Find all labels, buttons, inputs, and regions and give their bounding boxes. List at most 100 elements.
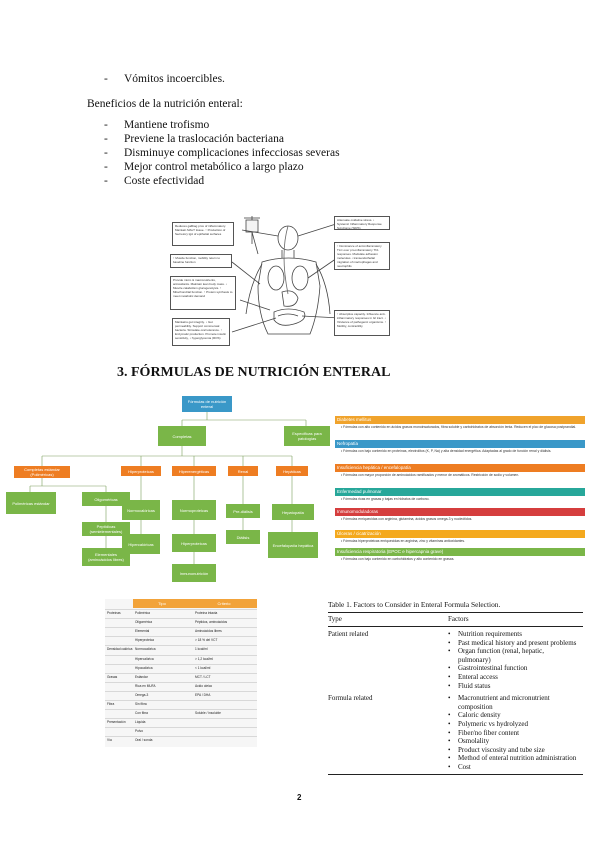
bullet: • — [448, 720, 451, 728]
table-cell: Normocalórica — [135, 647, 156, 652]
table-row-divider — [105, 618, 257, 620]
table-row-divider — [105, 700, 257, 701]
table-cell: Líquida — [135, 720, 146, 725]
flowchart-node: Poliméricas estándar — [6, 492, 56, 514]
legend-body: • Fórmulas con bajo contenido en proteín… — [335, 448, 585, 462]
flowchart-node: Oligoméricas — [82, 492, 130, 506]
bullet: • — [448, 754, 451, 763]
flowchart-node: Hiperproteicas — [172, 534, 216, 552]
flowchart-node: Normoproteicas — [172, 500, 216, 520]
legend-body: • Fórmulas hiperproteicas enriquecidas e… — [335, 538, 585, 546]
factor-text: Macronutrient and micronutrient — [458, 694, 550, 703]
factor-text: Enteral access — [458, 673, 498, 681]
flowchart-node: Hipercalóricas — [122, 534, 160, 554]
bullet: • — [448, 711, 451, 720]
flowchart-node: Inmunonutrición — [172, 564, 216, 582]
flowchart-node: Hiperenergéticas — [172, 466, 216, 476]
bullet: • — [448, 745, 451, 754]
table-cell: > 18 % del VCT — [195, 638, 218, 643]
table-cell: Rica en MUFA — [135, 683, 156, 688]
flowchart-node: Específicas para patologías — [284, 426, 330, 446]
figure-box: Reduces gallbag prox of inflammatory. Ma… — [172, 222, 234, 246]
table-cell: 1 kcal/ml — [195, 647, 208, 652]
table-cell: Ácido oleico — [195, 683, 213, 688]
table-cell: Polimérica — [135, 611, 150, 615]
legend-header: Insuficiencia hepática / encefalopatía — [335, 464, 585, 472]
table-row-divider — [105, 609, 257, 610]
table-cell: Vía — [107, 738, 112, 743]
list-text: Vómitos incoercibles. — [124, 73, 225, 85]
table-cell: Con fibra — [135, 711, 148, 716]
factor-text: Caloric density — [458, 711, 501, 720]
table-row-divider — [105, 627, 257, 629]
legend-header: Diabetes mellitus — [335, 416, 585, 424]
table-row-divider — [105, 718, 257, 720]
table-cell: Hiperproteica — [135, 638, 154, 643]
section-heading: 3. FÓRMULAS DE NUTRICIÓN ENTERAL — [117, 365, 391, 380]
table-cell: > 1,2 kcal/ml — [195, 656, 213, 661]
legend-body: • Fórmulas con bajo contenido en carbohi… — [335, 556, 585, 564]
flowchart-root: Fórmulas de nutrición enteral — [182, 396, 232, 412]
figure-box: ↑ Dominance of anti-inflammatory TLC ove… — [334, 242, 390, 270]
table-cell: Densidad calórica — [107, 647, 133, 652]
legend-body: • Fórmulas ricas en grasas y bajas en hi… — [335, 496, 585, 504]
table-cell: Oral / sonda — [135, 738, 153, 743]
flowchart-node: Peptídicas (semielementales) — [82, 522, 130, 536]
table-cell: Grasas — [107, 674, 118, 679]
flowchart-node: Encefalopatía hepática — [268, 532, 318, 558]
benefits-heading: Beneficios de la nutrición enteral: — [87, 98, 243, 110]
table-cell: Proteínas — [107, 611, 121, 615]
bullet: • — [448, 664, 451, 673]
factor-text: Nutrition requirements — [458, 630, 522, 638]
table-row-divider — [105, 681, 257, 683]
bullet: • — [448, 763, 451, 771]
table-row-divider — [105, 690, 257, 692]
column-header-type: Type — [328, 615, 342, 623]
table-row-divider — [105, 727, 257, 729]
legend-header: Insuficiencia respiratoria (EPOC e hiper… — [335, 548, 585, 556]
table-cell: Omega-3 — [135, 692, 149, 697]
row-type: Formula related — [328, 694, 373, 703]
table-row-divider — [105, 645, 257, 647]
body-illustration — [231, 216, 341, 335]
page-number: 2 — [297, 793, 302, 802]
table-row-divider — [105, 736, 257, 738]
factor-text: Organ function (renal, hepatic, — [458, 647, 544, 656]
list-dash: - — [104, 73, 108, 85]
figure-box: Provide micro & macronutrients, antioxid… — [170, 276, 236, 310]
factor-text: Method of enteral nutrition administrati… — [458, 754, 577, 763]
table-cell: Hipocalórica — [135, 665, 153, 670]
flowchart-node: Pre-diálisis — [226, 504, 260, 518]
factor-text: Past medical history and present problem… — [458, 638, 577, 647]
table-cell: Polvo — [135, 729, 143, 734]
factor-text: Polymeric vs hydrolyzed — [458, 720, 528, 728]
table-row-divider — [105, 672, 257, 674]
legend-body: • Fórmulas con mayor proporción de amino… — [335, 472, 585, 486]
bullet: • — [448, 694, 451, 703]
table-cell: Proteína intacta — [195, 611, 218, 615]
bullet: • — [448, 647, 451, 656]
legend-header: Inmunomoduladoras — [335, 508, 585, 516]
figure-box: ↑ Absorptive capacity. Influence anti-in… — [334, 310, 390, 336]
flowchart-node: Elementales (aminoácidos libres) — [82, 548, 130, 566]
table-cell: Aminoácidos libres — [195, 629, 222, 634]
table-rule — [328, 773, 583, 775]
legend-body: • Fórmulas con alto contenido en ácidos … — [335, 424, 585, 438]
factor-text: Product viscosity and tube size — [458, 745, 545, 754]
legend-header: Enfermedad pulmonar — [335, 488, 585, 496]
legend-header: Úlceras / cicatrización — [335, 530, 585, 538]
table-header-cell: Criterio — [191, 599, 257, 608]
table-cell: Sin fibra — [135, 702, 147, 706]
factor-text: Fluid status — [458, 681, 491, 690]
bullet: • — [448, 673, 451, 681]
table-row-divider — [105, 654, 257, 656]
figure-box: Maintains gut integrity. ↓ Gut permeabil… — [172, 318, 230, 346]
table-cell: Presentación — [107, 720, 126, 725]
flowchart-node: Renal — [228, 466, 258, 476]
bullet: • — [448, 728, 451, 737]
flowchart-node: Completas estándar (Poliméricas) — [14, 466, 70, 478]
table-cell: Hipercalórica — [135, 656, 154, 661]
figure-box: ↑ Muscle function, mobility return to ba… — [170, 254, 232, 268]
factor-text: Osmolality — [458, 737, 490, 746]
